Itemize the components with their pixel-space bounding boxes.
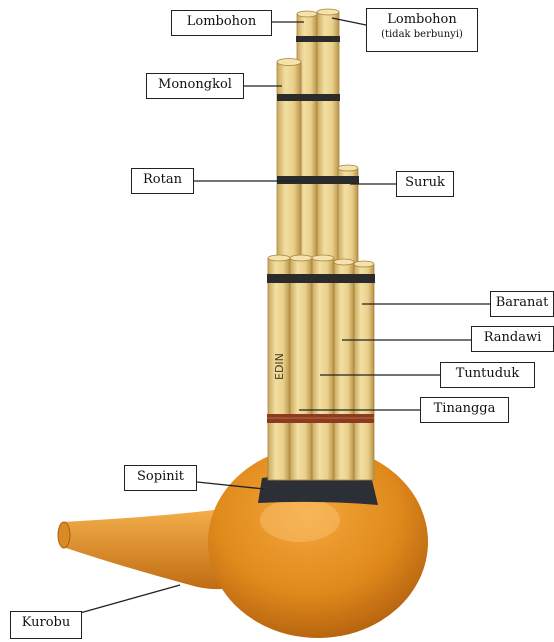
- pipe-top: [290, 255, 312, 261]
- label-lombohon-right: Lombohon (tidak berbunyi): [366, 8, 478, 52]
- label-text: Suruk: [405, 175, 445, 190]
- label-kurobu: Kurobu: [10, 611, 82, 639]
- leader-kurobu: [80, 585, 180, 613]
- label-text: Rotan: [143, 172, 182, 187]
- pipe-top: [268, 255, 290, 261]
- pipe-short: [312, 258, 334, 480]
- label-rotan: Rotan: [131, 168, 194, 194]
- label-monongkol: Monongkol: [146, 73, 244, 99]
- label-tinangga: Tinangga: [420, 397, 509, 423]
- label-baranat: Baranat: [490, 291, 554, 317]
- label-text: Baranat: [496, 295, 549, 310]
- rattan-band-lower: [267, 274, 375, 283]
- label-text: Sopinit: [137, 469, 184, 484]
- gourd-highlight: [260, 498, 340, 542]
- label-sopinit: Sopinit: [124, 465, 197, 491]
- label-text: Tinangga: [434, 401, 496, 416]
- label-text: Lombohon: [387, 12, 457, 27]
- label-text: Tuntuduk: [456, 366, 520, 381]
- label-tuntuduk: Tuntuduk: [440, 362, 535, 388]
- pipe-short: [334, 262, 354, 480]
- pipe-top: [277, 59, 301, 66]
- label-suruk: Suruk: [396, 171, 454, 197]
- pipe-top: [334, 259, 354, 265]
- label-text: Kurobu: [22, 615, 71, 630]
- label-randawi: Randawi: [471, 326, 554, 352]
- pipe-short: [354, 264, 374, 480]
- label-note: (tidak berbunyi): [371, 29, 473, 41]
- pipe-top: [338, 165, 358, 171]
- pipe-top: [312, 255, 334, 261]
- rattan-band-upper: [277, 94, 340, 101]
- pipe-marking: EDIN: [273, 353, 286, 380]
- label-text: Randawi: [484, 330, 542, 345]
- pipe-top: [297, 11, 317, 17]
- rattan-band-top: [296, 36, 340, 42]
- label-text: Lombohon: [187, 14, 257, 29]
- pipe-short: [290, 258, 312, 480]
- pipe-top: [354, 261, 374, 267]
- label-lombohon-left: Lombohon: [171, 10, 272, 36]
- rattan-band-middle: [277, 176, 359, 184]
- pipe-top: [317, 9, 339, 15]
- label-text: Monongkol: [158, 77, 232, 92]
- gourd-mouthpiece-rim: [58, 522, 70, 548]
